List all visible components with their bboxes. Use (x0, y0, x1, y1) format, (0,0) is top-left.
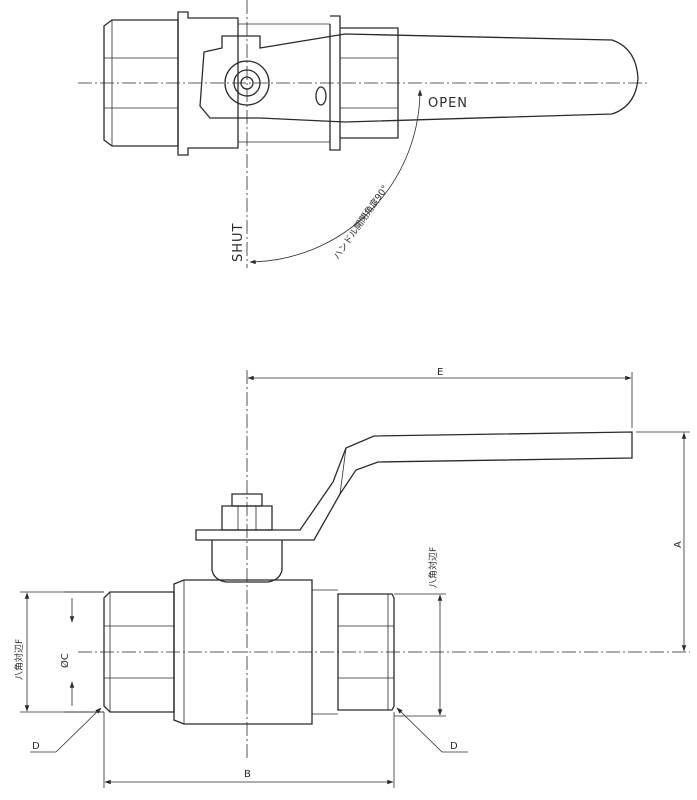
dim-D-right-label: D (450, 741, 458, 752)
top-view: OPEN SHUT ハンドル開閉角度90° (78, 0, 650, 268)
dimension-D-right: D (396, 707, 468, 753)
dim-F-left-label: 八角対辺F (13, 639, 25, 680)
side-valve-body (173, 579, 338, 725)
dim-F-right-label: 八角対辺F (427, 547, 439, 588)
dimension-F-right: 八角対辺F (394, 547, 446, 717)
dimension-D-left: D (30, 707, 102, 753)
handle-rotation-arc (249, 89, 423, 265)
dimension-B: B (103, 712, 395, 788)
dim-E-label: E (437, 367, 443, 378)
dim-B-label: B (244, 769, 251, 780)
handle-angle-note: ハンドル開閉角度90° (331, 183, 391, 262)
dim-A-label: A (673, 541, 684, 548)
dimension-E: E (247, 367, 633, 428)
side-view: E A B ØC 八角対辺F (13, 367, 690, 788)
side-handle-lever (195, 431, 633, 541)
open-label: OPEN (428, 96, 468, 111)
shut-label: SHUT (231, 223, 246, 262)
side-right-hex-end (337, 593, 395, 711)
dim-D-left-label: D (32, 741, 40, 752)
dimension-F-left: 八角対辺F (13, 591, 104, 713)
side-stem-nut (221, 493, 273, 531)
side-valve-neck (211, 540, 283, 583)
dimension-A: A (636, 431, 690, 652)
top-stem-nut (224, 60, 270, 106)
dim-C-label: ØC (59, 653, 71, 668)
